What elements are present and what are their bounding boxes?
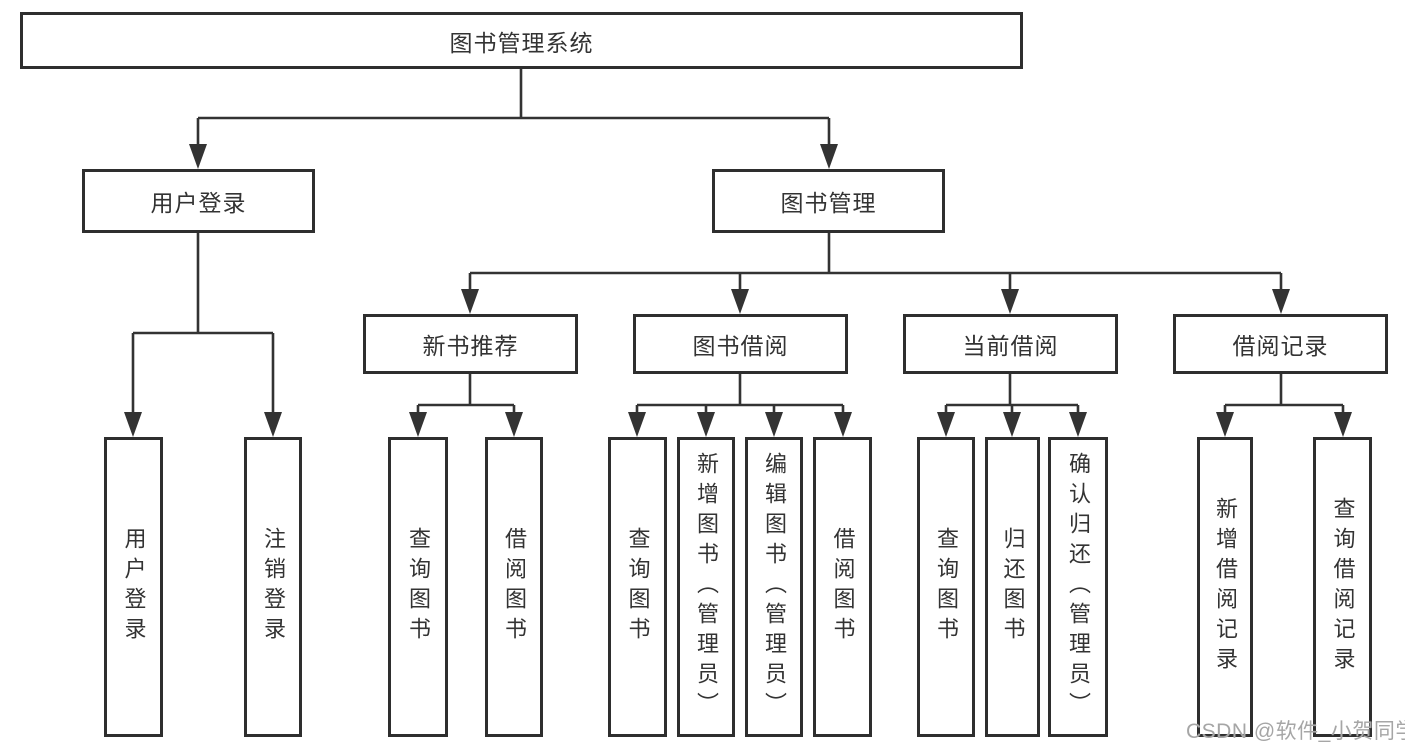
leaf-current-query-book-label: 查询图书: [934, 527, 959, 647]
arrow-down-icon: [124, 412, 142, 437]
node-new-book-recommend-label: 新书推荐: [422, 333, 519, 359]
arrow-down-icon: [834, 412, 852, 437]
arrow-down-icon: [628, 412, 646, 437]
leaf-borrow-query-book: 查询图书: [608, 437, 667, 737]
node-book-borrow: 图书借阅: [633, 314, 848, 374]
leaf-add-borrow-record-label: 新增借阅记录: [1213, 497, 1238, 677]
arrow-down-icon: [1216, 412, 1234, 437]
node-user-login-label: 用户登录: [150, 190, 247, 216]
arrow-down-icon: [765, 412, 783, 437]
leaf-logout: 注销登录: [244, 437, 302, 737]
node-book-borrow-label: 图书借阅: [692, 333, 789, 359]
arrow-down-icon: [937, 412, 955, 437]
leaf-recommend-query-book: 查询图书: [388, 437, 448, 737]
arrow-down-icon: [1272, 289, 1290, 314]
csdn-watermark: CSDN @软件_小贺同学: [1186, 720, 1405, 743]
arrowhead-icons: [124, 144, 1352, 437]
leaf-borrow-book: 借阅图书: [813, 437, 872, 737]
arrow-down-icon: [461, 289, 479, 314]
node-borrow-record: 借阅记录: [1173, 314, 1388, 374]
node-root-label: 图书管理系统: [449, 29, 594, 56]
node-book-management: 图书管理: [712, 169, 945, 233]
leaf-confirm-return-admin: 确认归还（管理员）: [1048, 437, 1108, 737]
leaf-borrow-book-label: 借阅图书: [830, 527, 856, 647]
leaf-query-borrow-record-label: 查询借阅记录: [1330, 497, 1356, 677]
arrow-down-icon: [1003, 412, 1021, 437]
arrow-down-icon: [731, 289, 749, 314]
leaf-current-query-book: 查询图书: [917, 437, 975, 737]
leaf-user-login-label: 用户登录: [121, 527, 147, 647]
leaf-add-borrow-record: 新增借阅记录: [1197, 437, 1253, 737]
arrow-down-icon: [1069, 412, 1087, 437]
leaf-add-book-admin: 新增图书（管理员）: [677, 437, 735, 737]
arrow-down-icon: [697, 412, 715, 437]
leaf-edit-book-admin-label: 编辑图书（管理员）: [762, 452, 787, 722]
leaf-return-book: 归还图书: [985, 437, 1040, 737]
leaf-confirm-return-admin-label: 确认归还（管理员）: [1066, 452, 1091, 722]
leaf-recommend-borrow-book: 借阅图书: [485, 437, 543, 737]
node-user-login: 用户登录: [82, 169, 315, 233]
arrow-down-icon: [505, 412, 523, 437]
leaf-logout-label: 注销登录: [261, 527, 286, 647]
arrow-down-icon: [820, 144, 838, 169]
node-new-book-recommend: 新书推荐: [363, 314, 578, 374]
node-root: 图书管理系统: [20, 12, 1023, 69]
leaf-query-borrow-record: 查询借阅记录: [1313, 437, 1372, 737]
node-current-borrow: 当前借阅: [903, 314, 1118, 374]
leaf-add-book-admin-label: 新增图书（管理员）: [694, 452, 719, 722]
leaf-user-login: 用户登录: [104, 437, 163, 737]
connector-stems: [131, 69, 1345, 418]
arrow-down-icon: [1001, 289, 1019, 314]
node-borrow-record-label: 借阅记录: [1232, 333, 1329, 359]
leaf-edit-book-admin: 编辑图书（管理员）: [745, 437, 803, 737]
arrow-down-icon: [1334, 412, 1352, 437]
leaf-return-book-label: 归还图书: [1000, 527, 1026, 647]
arrow-down-icon: [189, 144, 207, 169]
arrow-down-icon: [264, 412, 282, 437]
arrow-down-icon: [409, 412, 427, 437]
leaf-recommend-query-book-label: 查询图书: [406, 527, 431, 647]
leaf-borrow-query-book-label: 查询图书: [625, 527, 651, 647]
node-book-management-label: 图书管理: [780, 190, 877, 216]
node-current-borrow-label: 当前借阅: [962, 333, 1059, 359]
leaf-recommend-borrow-book-label: 借阅图书: [502, 527, 527, 647]
